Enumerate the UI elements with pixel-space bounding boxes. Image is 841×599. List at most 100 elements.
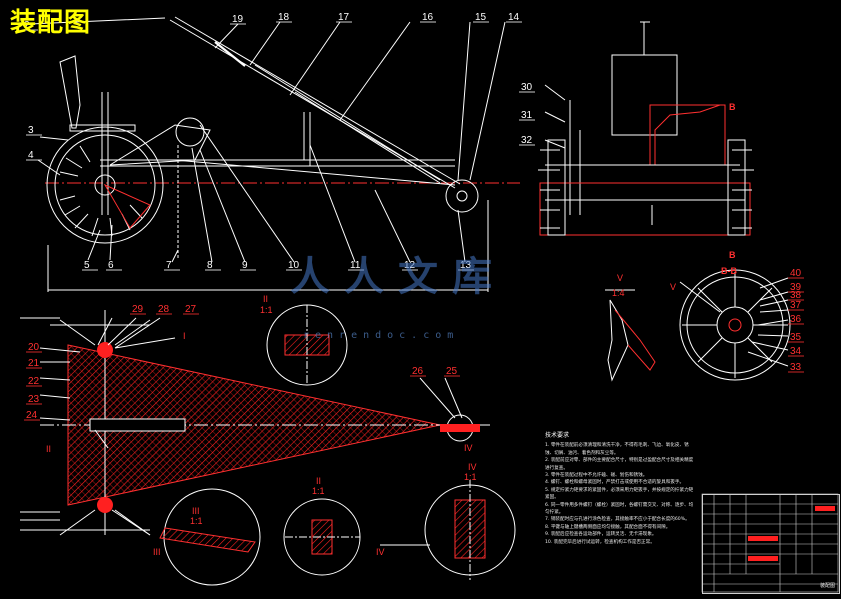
- label-II-marker: II: [46, 444, 51, 454]
- callout-15: 15: [475, 12, 487, 23]
- pulley: [175, 117, 205, 147]
- title-block-label: 装配图: [819, 583, 835, 589]
- callout-33: 33: [790, 362, 802, 373]
- wheel-left: [538, 139, 566, 236]
- tech-item: 10. 装配完毕后进行试运转，检查机构工作是否正常。: [545, 539, 655, 545]
- main-side-view: [29, 16, 520, 292]
- rear-hub: [94, 174, 116, 196]
- tech-item: 4. 螺钉、螺栓和螺母紧固时，严禁打击或使用不合适的旋具和扳手。: [545, 480, 685, 486]
- callout-18: 18: [278, 12, 290, 23]
- label-II-detail: II: [316, 476, 321, 486]
- label-II-top: II: [263, 294, 268, 304]
- front-wheel: [445, 179, 479, 213]
- callout-13: 13: [460, 260, 472, 271]
- callout-38: 38: [790, 290, 802, 301]
- engine-casing: [654, 104, 721, 165]
- handle-grip: [214, 41, 246, 67]
- label-view-V-scale: 1:4: [612, 288, 625, 298]
- label-IV-top: IV: [464, 443, 473, 453]
- tech-requirements: 技术要求 1. 零件在装配前必须清理和清洗干净，不得有毛刺、飞边、氧化皮、锈蚀、…: [545, 432, 695, 546]
- plan-view: [20, 310, 490, 536]
- handle-pole: [174, 16, 461, 185]
- callout-32: 32: [521, 135, 533, 146]
- seat-back: [59, 55, 81, 129]
- label-II-scale: 1:1: [260, 305, 273, 315]
- right-side-view: [538, 21, 754, 236]
- callout-9: 9: [242, 260, 248, 271]
- hub-leaders: [747, 277, 789, 367]
- tech-item: 5. 规定拧紧力矩要求的紧固件，必须采用力矩扳手，并按规定的拧紧力矩紧固。: [545, 487, 694, 501]
- callout-21: 21: [28, 358, 40, 369]
- detail-views: [159, 304, 516, 586]
- plan-paddles: [20, 317, 151, 536]
- callout-7: 7: [166, 260, 172, 271]
- callout-8: 8: [207, 260, 213, 271]
- watermark-brand: 人人文库: [290, 254, 506, 300]
- view-labels: B B B-B V 1:4 V II 1:1 I II III 1:1 III …: [46, 102, 737, 557]
- callout-2: 2: [24, 20, 30, 31]
- tech-requirements-heading: 技术要求: [545, 432, 570, 439]
- plan-leaders: [39, 317, 463, 536]
- callout-24: 24: [26, 410, 38, 421]
- hub-section-view: [679, 269, 791, 381]
- label-section-B: B: [729, 102, 736, 112]
- callout-35: 35: [790, 332, 802, 343]
- plan-hub-top: [97, 342, 113, 358]
- callout-4: 4: [28, 150, 34, 161]
- label-section-BB: B-B: [721, 266, 737, 276]
- label-view-I: I: [183, 331, 186, 341]
- tech-item: 7. 销装配时应与孔进行涂色检查，其接触率不应小于配合长度的60%。: [545, 517, 690, 523]
- label-III-scale: 1:1: [190, 516, 203, 526]
- watermark-url: renrendoc.com: [303, 330, 460, 341]
- title-block: 装配图: [702, 494, 840, 594]
- hub-center: [728, 318, 742, 332]
- rear-wheel: [46, 126, 164, 244]
- callout-14: 14: [508, 12, 520, 23]
- callout-23: 23: [28, 394, 40, 405]
- wheel-right: [727, 139, 754, 236]
- callout-27: 27: [185, 304, 197, 315]
- callout-28: 28: [158, 304, 170, 315]
- label-II-detail-scale: 1:1: [312, 486, 325, 496]
- rear-wheel-inner: [54, 134, 156, 236]
- engine-mount: [109, 124, 211, 166]
- callout-39: 39: [790, 282, 802, 293]
- label-IV-scale: 1:1: [464, 472, 477, 482]
- callout-37: 37: [790, 300, 802, 311]
- label-IV: IV: [468, 462, 477, 472]
- tech-item: 3. 零件在装配过程中不允许磕、碰、划伤和锈蚀。: [545, 473, 648, 479]
- leaders-top: [29, 17, 506, 181]
- fender: [103, 183, 151, 229]
- callout-6: 6: [108, 260, 114, 271]
- tech-item: 8. 平键与轴上键槽两侧面应均匀接触，其配合面不得有间隙。: [545, 524, 671, 530]
- callout-40: 40: [790, 268, 802, 279]
- leaders-bottom: [37, 124, 466, 263]
- brace: [254, 64, 441, 181]
- callout-25: 25: [446, 366, 458, 377]
- callout-3: 3: [28, 125, 34, 136]
- leader-V: [679, 281, 721, 313]
- front-hub: [456, 190, 468, 202]
- plan-engine: [89, 418, 186, 432]
- callout-16: 16: [422, 12, 434, 23]
- tech-item: 2. 装配前应对零、部件的主要配合尺寸，特别是过盈配合尺寸及相关精度进行复查。: [545, 458, 694, 471]
- callout-29: 29: [132, 304, 144, 315]
- frame-beam: [174, 159, 456, 186]
- callout-36: 36: [790, 314, 802, 325]
- ground-box: [539, 182, 751, 236]
- label-III: III: [192, 506, 200, 516]
- tech-item: 1. 零件在装配前必须清理和清洗干净，不得有毛刺、飞边、氧化皮、锈蚀、切屑、油污…: [545, 443, 689, 456]
- callout-30: 30: [521, 82, 533, 93]
- callout-17: 17: [338, 12, 350, 23]
- plan-hub-bottom: [97, 497, 113, 513]
- callout-10: 10: [288, 260, 300, 271]
- brace: [294, 91, 441, 184]
- plan-frame-crosshatch: [68, 345, 440, 505]
- callout-11: 11: [350, 260, 361, 271]
- drawing-title: 装配图: [10, 8, 92, 38]
- callout-31: 31: [521, 110, 533, 121]
- leaders-right: [544, 84, 566, 149]
- label-view-V: V: [617, 273, 623, 283]
